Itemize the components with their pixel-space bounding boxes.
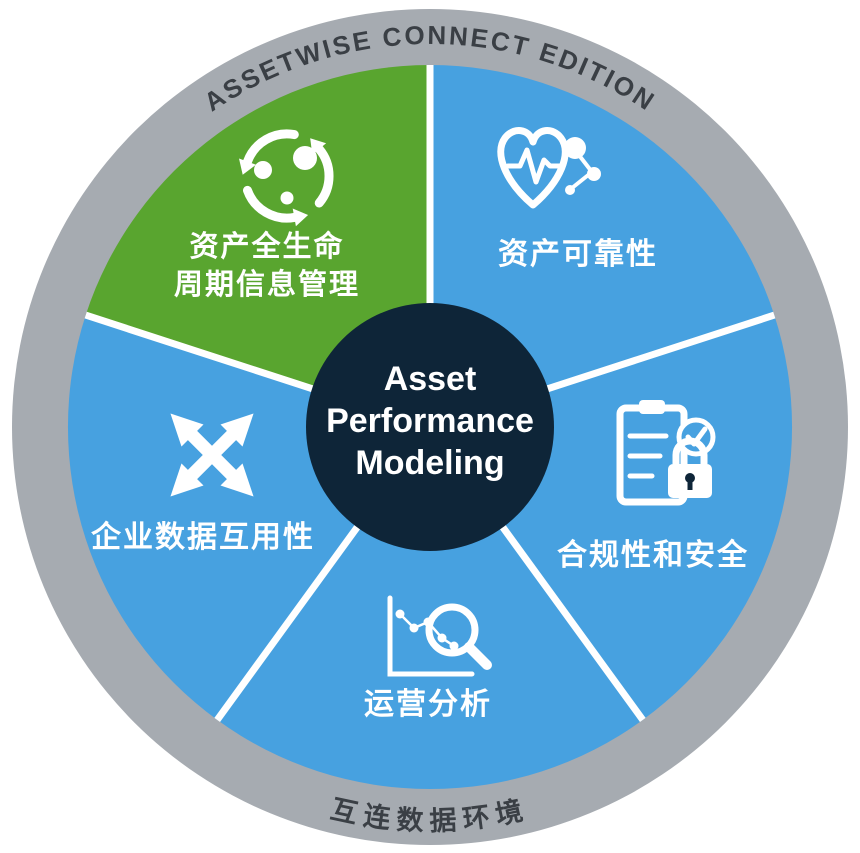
asset-health-heart-icon — [497, 127, 601, 209]
compliance-lock-icon — [616, 400, 716, 506]
interoperability-arrows-icon — [170, 413, 254, 497]
sector-analytics-wedge — [217, 427, 643, 790]
center-title-line3: Modeling — [355, 444, 504, 482]
sector-lifecycle-label-line2: 周期信息管理 — [174, 267, 360, 301]
center-title-line1: Asset — [384, 360, 477, 398]
sector-interoperability-label: 企业数据互用性 — [91, 520, 315, 554]
sector-lifecycle-wedge — [85, 65, 430, 427]
sector-reliability-label: 资产可靠性 — [498, 238, 658, 271]
lifecycle-recycle-icon — [239, 129, 334, 227]
check-circle — [676, 417, 716, 457]
center-title-line2: Performance — [326, 402, 534, 440]
sector-reliability-wedge — [430, 65, 775, 427]
sector-compliance-label: 合规性和安全 — [557, 538, 749, 572]
center-circle — [306, 303, 554, 551]
sector-wedges — [67, 65, 793, 790]
analytics-magnifier-icon — [387, 595, 492, 677]
sector-lifecycle-label-line1: 资产全生命 — [189, 229, 344, 263]
sector-analytics-label: 运营分析 — [364, 688, 492, 721]
keyhole-slot — [687, 479, 693, 490]
